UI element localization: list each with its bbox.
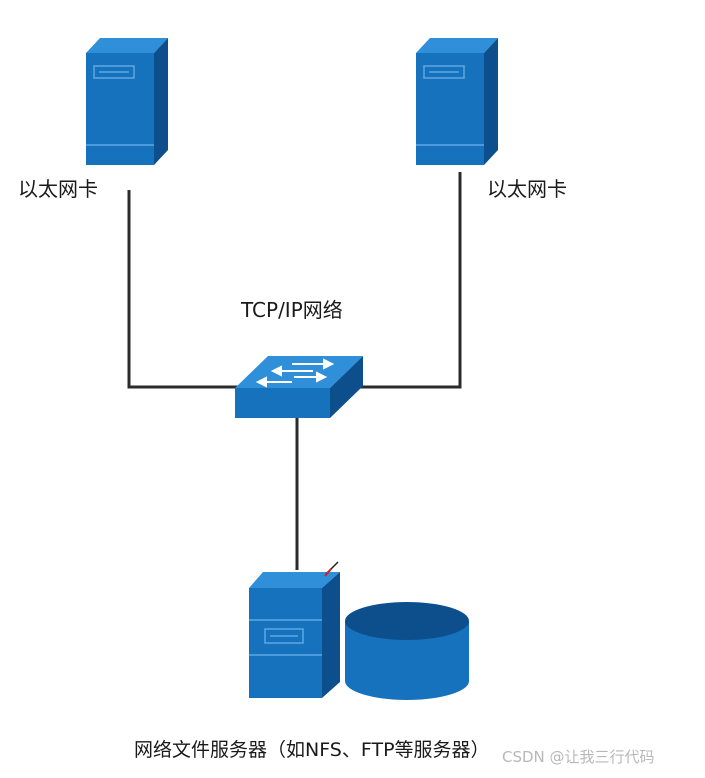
right-host-server-icon <box>416 38 498 165</box>
right-host-cable <box>360 172 462 389</box>
network-label: TCP/IP网络 <box>241 298 343 322</box>
cables <box>127 172 462 570</box>
left-host-cable <box>127 190 240 389</box>
storage-disk-icon <box>345 602 469 700</box>
right-host-label: 以太网卡 <box>487 177 567 201</box>
server-caption: 网络文件服务器（如NFS、FTP等服务器） <box>134 739 490 761</box>
pen-cursor-icon <box>324 561 339 577</box>
file-server-icon <box>249 572 340 698</box>
left-host-label: 以太网卡 <box>18 177 98 201</box>
watermark: CSDN @让我三行代码 <box>502 748 655 766</box>
left-host-server-icon <box>86 38 168 165</box>
network-switch-icon <box>235 356 363 418</box>
